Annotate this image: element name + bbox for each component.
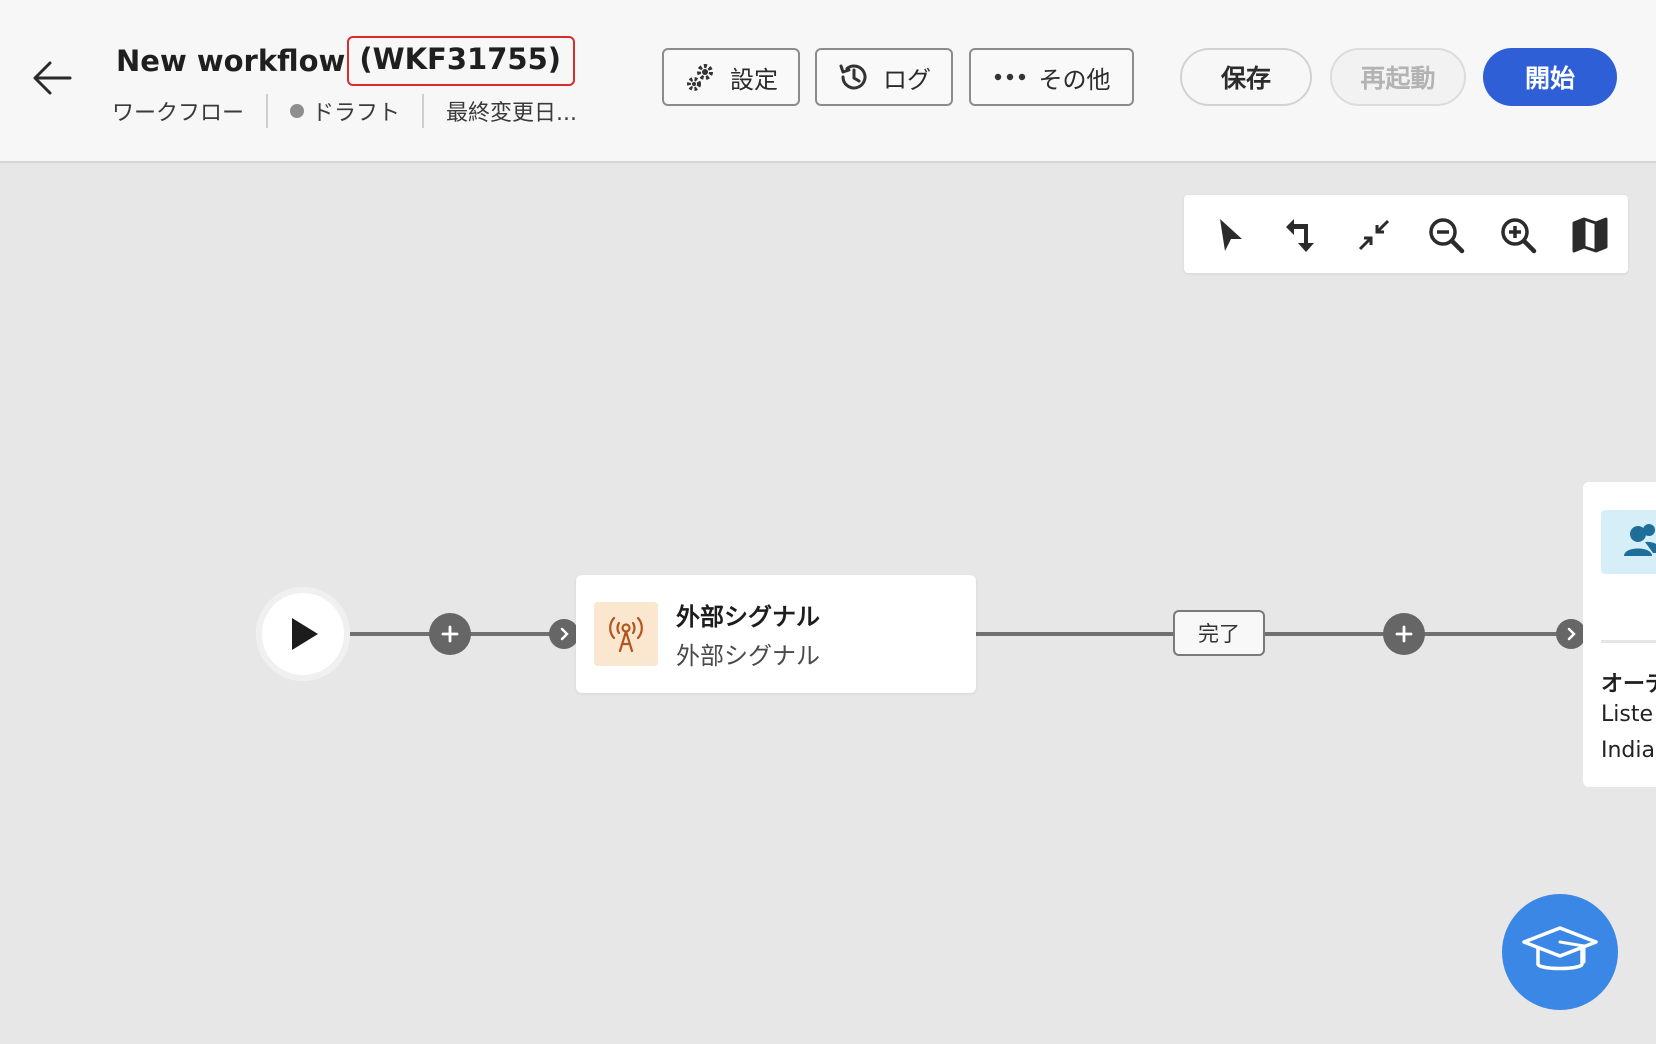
workflow-id: (WKF31755): [347, 36, 576, 86]
more-label: その他: [1038, 65, 1111, 94]
activity-title: オーデ: [1601, 672, 1656, 697]
play-icon: [292, 618, 318, 650]
audience-icon: [1624, 524, 1656, 556]
zoom-out-tool[interactable]: [1426, 215, 1466, 255]
last-modified: 最終変更日...: [446, 101, 578, 126]
gears-icon: [687, 64, 713, 91]
log-button[interactable]: ログ: [815, 48, 953, 106]
workflow-type: ワークフロー: [112, 101, 245, 126]
log-label: ログ: [883, 65, 931, 94]
save-button[interactable]: 保存: [1180, 48, 1312, 106]
add-activity-button[interactable]: [429, 613, 471, 655]
activity-input-handle[interactable]: [1556, 619, 1586, 649]
activity-icon-box: [1601, 510, 1656, 574]
activity-title: 外部シグナル: [676, 603, 820, 631]
zoom-in-tool[interactable]: [1498, 215, 1538, 255]
restart-button[interactable]: 再起動: [1330, 48, 1466, 106]
divider: [1601, 640, 1656, 643]
activity-icon-box: [594, 602, 658, 666]
zoom-out-icon: [1429, 218, 1465, 254]
zoom-in-icon: [1501, 218, 1537, 254]
history-icon: [839, 64, 867, 90]
settings-button[interactable]: 設定: [662, 48, 800, 106]
transition-label[interactable]: 完了: [1173, 610, 1265, 656]
activity-detail: Liste: [1601, 702, 1653, 727]
chevron-right-icon: [560, 627, 569, 641]
select-tool[interactable]: [1210, 215, 1250, 255]
auto-arrange-tool[interactable]: [1282, 215, 1322, 255]
plus-icon: [1395, 625, 1413, 643]
start-button[interactable]: 開始: [1483, 48, 1617, 106]
graduation-cap-icon: [1522, 926, 1598, 971]
divider: [266, 94, 269, 128]
status-badge: ドラフト: [312, 101, 401, 126]
broadcast-antenna-icon: [609, 616, 643, 653]
fit-to-screen-tool[interactable]: [1354, 215, 1394, 255]
activity-subtitle: 外部シグナル: [676, 642, 820, 670]
arrange-arrows-icon: [1286, 219, 1314, 252]
pointer-icon: [1220, 219, 1242, 251]
minimap-tool[interactable]: [1570, 215, 1610, 255]
activity-input-handle[interactable]: [549, 619, 579, 649]
add-activity-button[interactable]: [1383, 613, 1425, 655]
more-dots-icon: [994, 73, 1025, 81]
arrow-left-icon: [33, 61, 72, 95]
activity-audience[interactable]: オーデ Liste India: [1583, 482, 1656, 787]
plus-icon: [441, 625, 459, 643]
collapse-icon: [1358, 219, 1390, 251]
start-node[interactable]: [256, 587, 350, 681]
settings-label: 設定: [730, 65, 778, 94]
back-button[interactable]: [30, 58, 74, 98]
activity-detail: India: [1601, 738, 1655, 763]
workflow-header: New workflow (WKF31755) ワークフロー ドラフト 最終変更…: [0, 0, 1656, 163]
learn-button[interactable]: [1502, 894, 1618, 1010]
status-dot-icon: [290, 104, 305, 118]
canvas-toolbar: [1184, 195, 1628, 273]
workflow-name: New workflow: [116, 44, 346, 78]
page-title: New workflow (WKF31755): [116, 36, 576, 86]
map-icon: [1572, 217, 1608, 253]
chevron-right-icon: [1567, 627, 1576, 641]
divider: [422, 94, 425, 128]
activity-external-signal[interactable]: 外部シグナル 外部シグナル: [576, 575, 976, 693]
breadcrumb: ワークフロー ドラフト 最終変更日...: [112, 94, 577, 128]
more-button[interactable]: その他: [969, 48, 1134, 106]
connector-line: [976, 632, 1596, 636]
